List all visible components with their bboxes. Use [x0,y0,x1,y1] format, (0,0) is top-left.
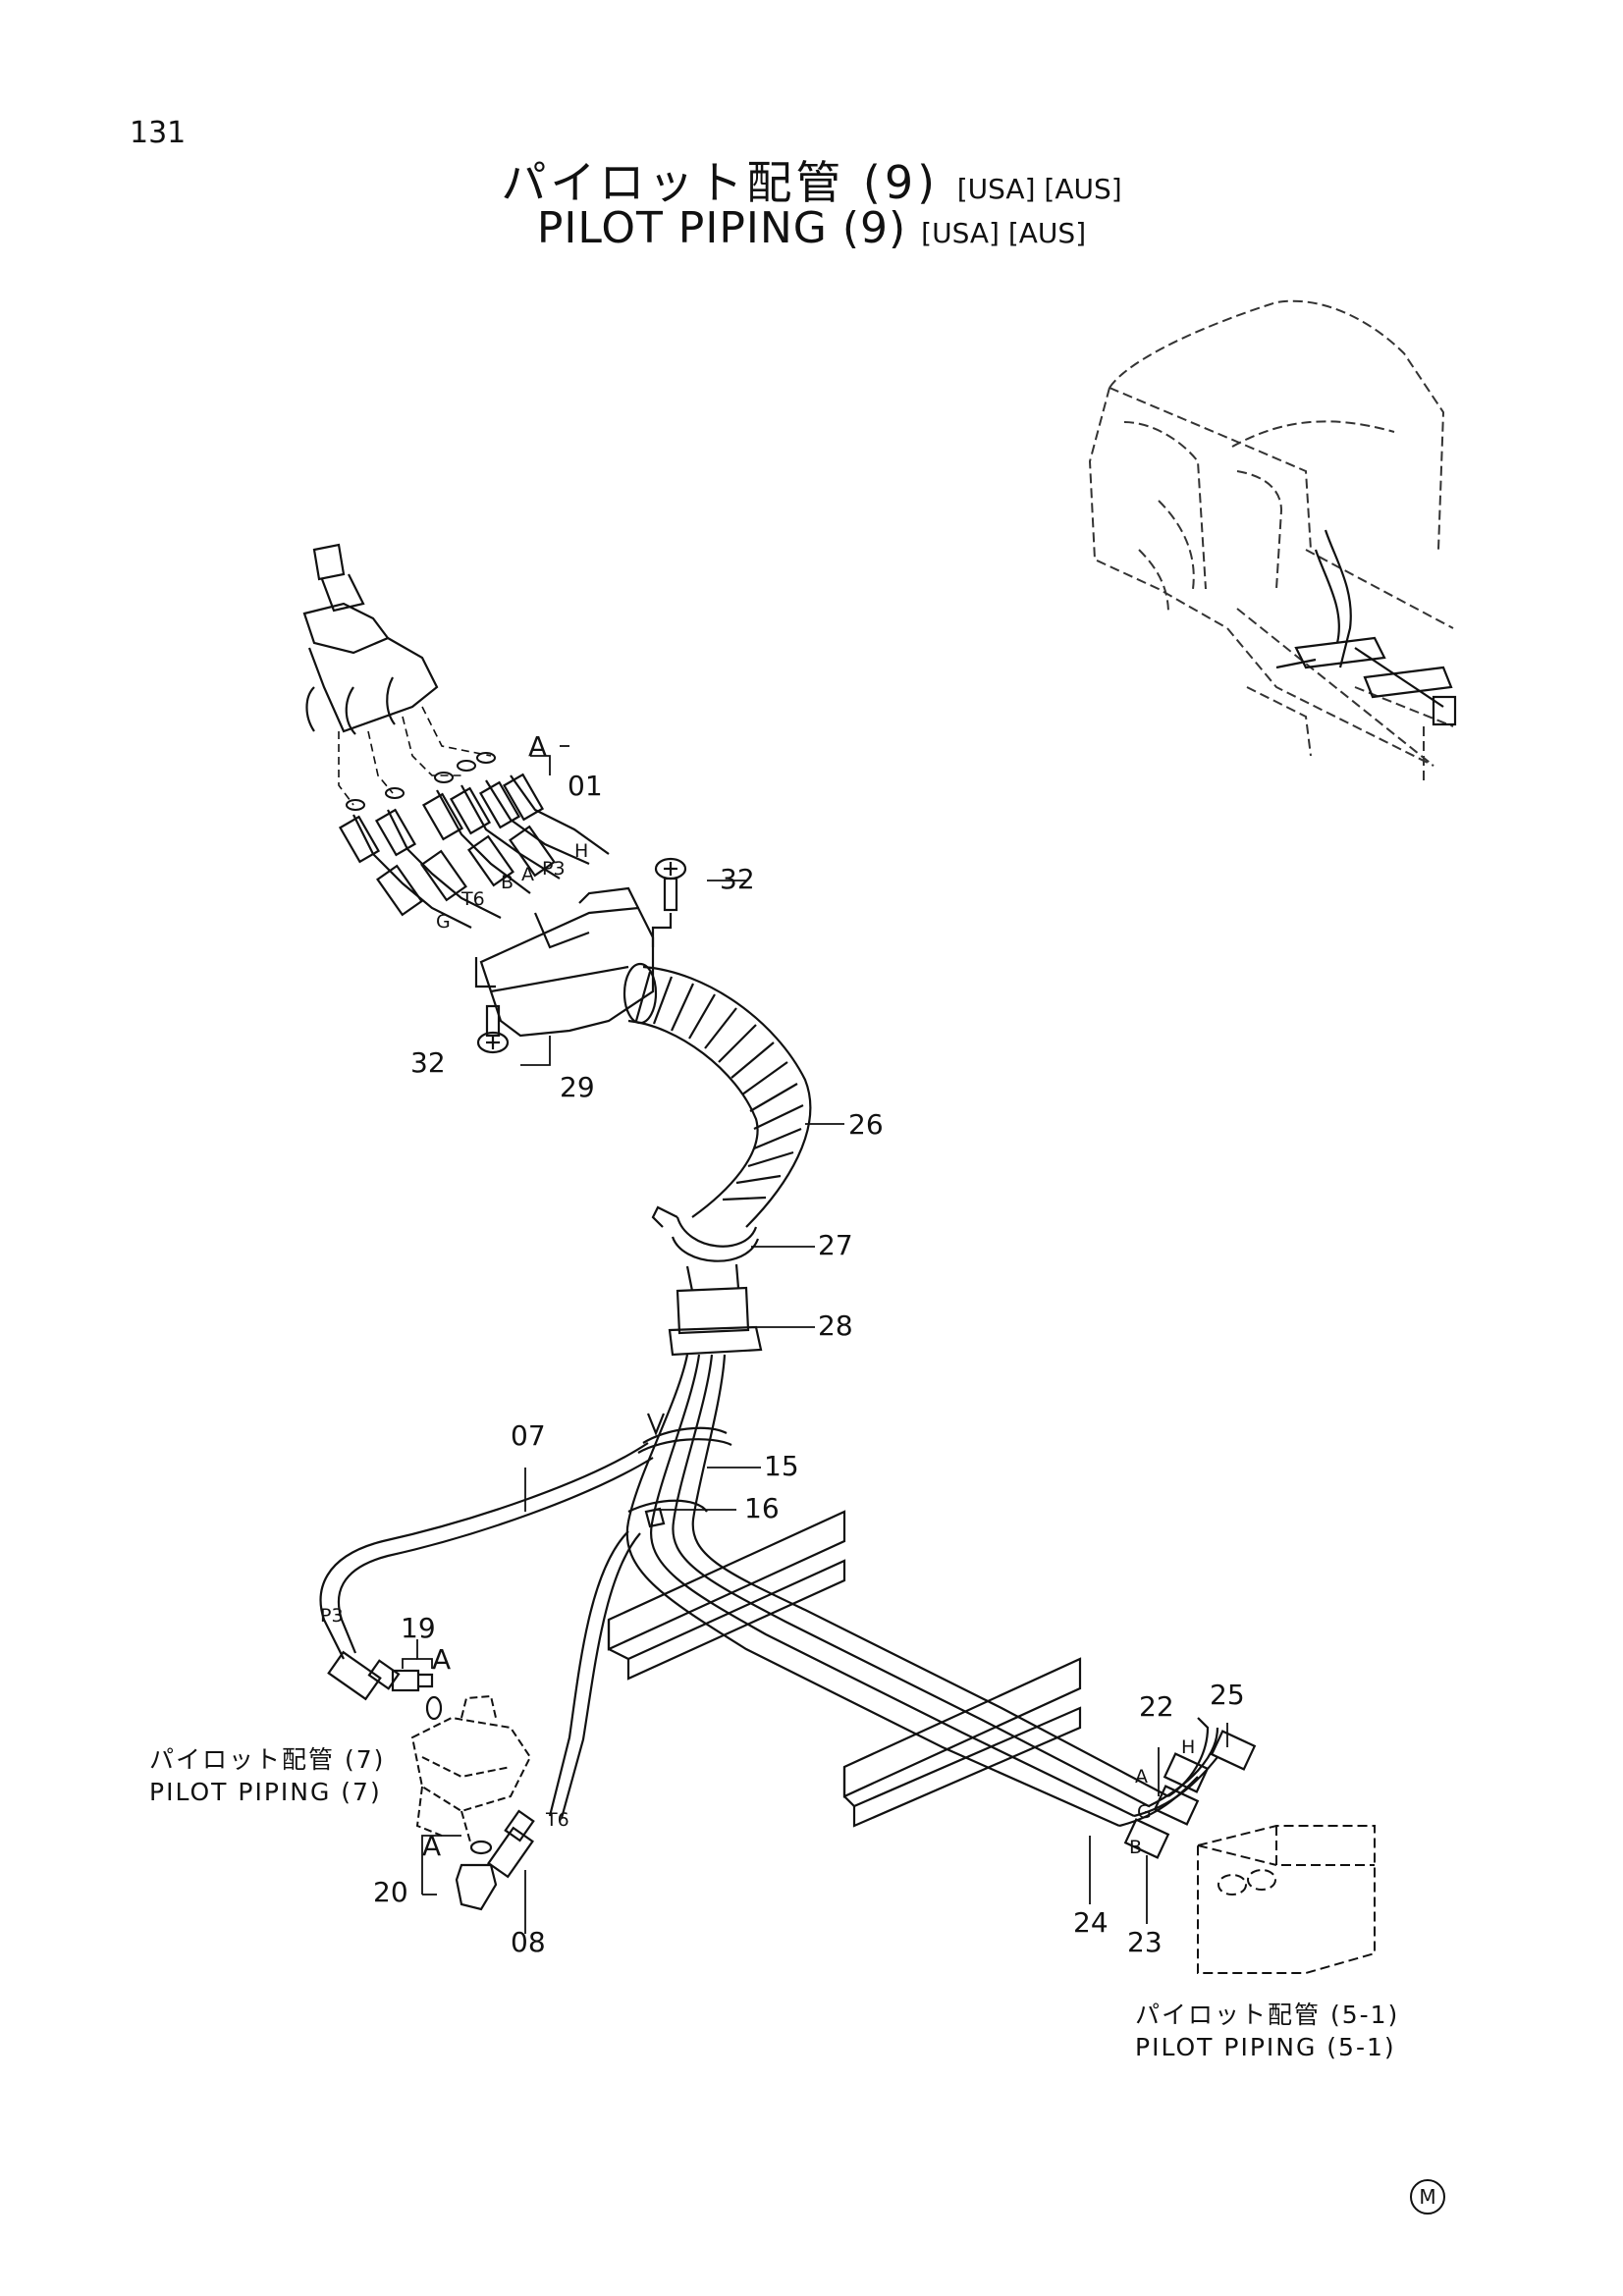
callout-19: 19 [401,1612,436,1644]
page-title-japanese: パイロット配管 (9) [USA] [AUS] [0,147,1623,212]
port-label-b-right: B [1129,1837,1142,1858]
elbow-fitting-20 [455,1840,498,1911]
ref7-ja: パイロット配管 (7) [149,1745,386,1774]
reference-pilot-piping-7: パイロット配管 (7) PILOT PIPING (7) [149,1743,385,1808]
hose-07 [319,1442,654,1701]
callout-32-lower: 32 [410,1046,446,1079]
pilot-hose-bundle-upper [338,773,610,929]
circled-m-mark: M [1410,2179,1445,2215]
detail-mark-a-left: A [432,1643,451,1676]
connector-19 [391,1669,443,1721]
callout-16: 16 [744,1492,780,1524]
callout-20: 20 [373,1876,408,1908]
callout-08: 08 [511,1926,546,1958]
callout-24: 24 [1073,1906,1109,1939]
callout-23: 23 [1127,1926,1163,1958]
pilot-valve-7-illustration [410,1694,532,1846]
ref51-en: PILOT PIPING (5-1) [1135,2033,1396,2061]
title-region-tags-en: [USA] [AUS] [921,217,1087,249]
port-label-g-top: G [436,911,451,933]
port-label-a-right: A [1135,1766,1148,1788]
clamp-27 [651,1205,760,1262]
reference-pilot-piping-5-1: パイロット配管 (5-1) PILOT PIPING (5-1) [1135,1999,1399,2063]
fittings-22-25 [1118,1717,1257,1859]
port-label-p3-left: P3 [320,1605,344,1627]
hose-08 [487,1530,641,1879]
o-rings-upper [346,752,496,811]
callout-28: 28 [818,1309,853,1342]
callout-27: 27 [818,1229,853,1261]
callout-22: 22 [1139,1690,1174,1723]
callout-29: 29 [560,1071,595,1103]
corrugated-tube-26 [622,962,812,1228]
callout-15: 15 [764,1450,799,1482]
title-ja-text: パイロット配管 (9) [501,156,940,209]
port-label-h-top: H [574,840,588,862]
cab-inset-illustration [1088,299,1454,785]
mounting-bracket-channels [607,1510,1082,1828]
pilot-valve-hidden-lines [338,706,492,806]
leader-lines [402,745,1228,1934]
port-label-g-right: G [1137,1801,1152,1823]
control-valve-5-1-outline [1197,1825,1376,1974]
cable-ties-15-16 [627,1413,732,1528]
detail-mark-a-lower: A [422,1830,441,1862]
port-label-t6-top: T6 [460,888,485,910]
page-title-english: PILOT PIPING (9) [USA] [AUS] [0,203,1623,253]
ref51-ja: パイロット配管 (5-1) [1135,2001,1400,2029]
callout-32-upper: 32 [720,863,755,895]
port-label-a-top: A [521,864,534,885]
port-label-b-top: B [501,872,514,893]
hose-bracket-29 [474,886,655,1038]
title-en-text: PILOT PIPING (9) [536,203,907,253]
callout-26: 26 [848,1108,884,1141]
callout-25: 25 [1210,1679,1245,1711]
page-number: 131 [130,116,187,150]
ref7-en: PILOT PIPING (7) [149,1778,382,1806]
bolt-32-upper [651,857,687,947]
callout-01: 01 [568,770,603,802]
grommet-28 [668,1263,763,1357]
callout-07: 07 [511,1419,546,1452]
cab-inset-harness [1275,529,1457,726]
bolt-32-lower [476,1004,510,1054]
title-region-tags-ja: [USA] [AUS] [956,173,1122,205]
pilot-valve-body [302,543,439,735]
pilot-hose-bundle-lower [625,1354,1169,1828]
detail-mark-a-upper: A [528,730,547,763]
port-label-h-right: H [1181,1736,1195,1758]
port-label-p3-top: P3 [542,858,566,880]
port-label-t6-mid: T6 [545,1809,569,1831]
